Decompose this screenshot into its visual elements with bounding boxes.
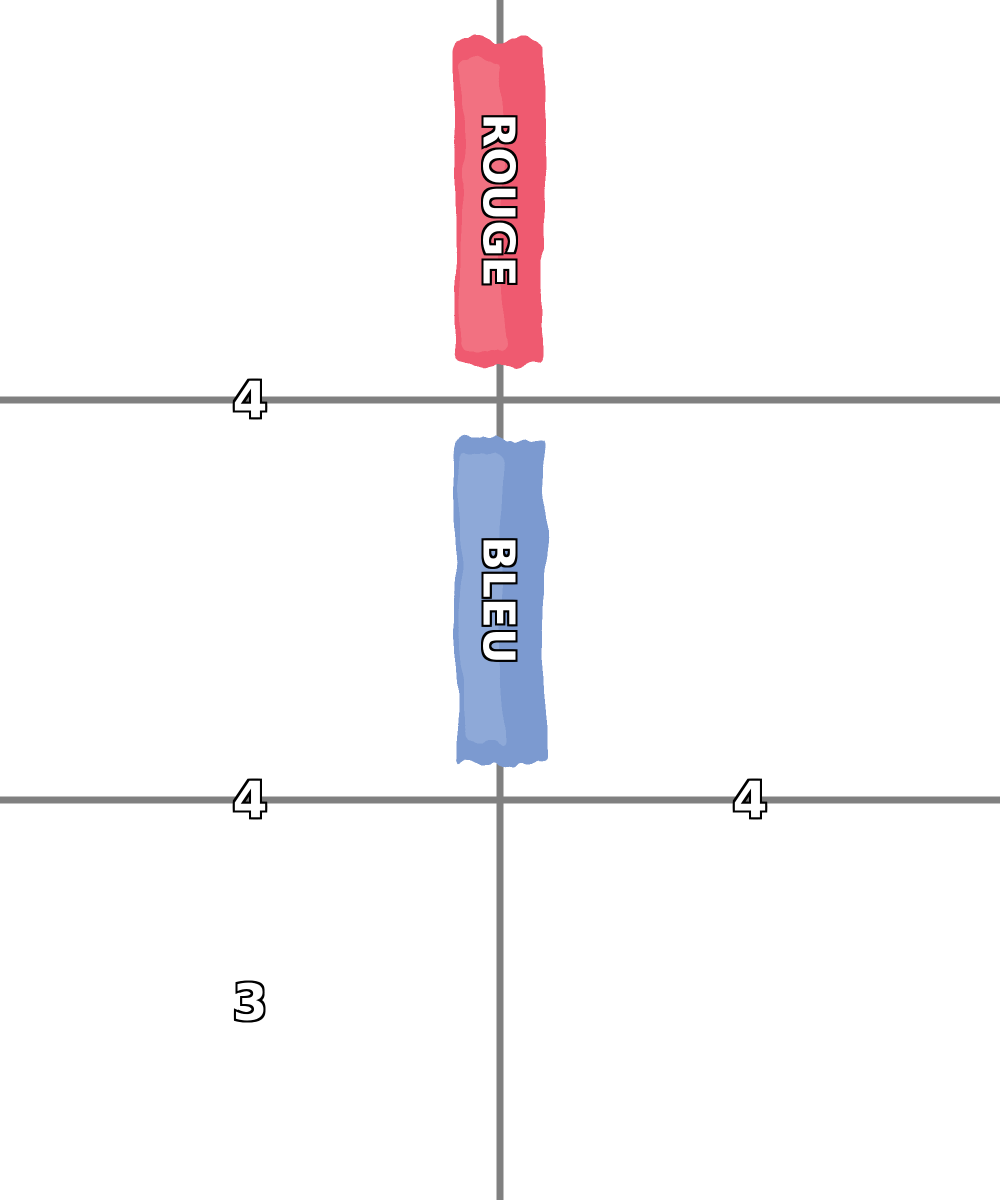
bleu-brush-highlight [462, 455, 502, 745]
rouge-label[interactable]: ROUGE [471, 111, 526, 288]
bleu-segment[interactable] [456, 438, 544, 766]
clue-number[interactable]: 3 [231, 974, 270, 1032]
clue-number[interactable]: 4 [731, 771, 770, 829]
clue-number[interactable]: 4 [231, 371, 270, 429]
rouge-brush-highlight [462, 60, 502, 350]
bleu-label[interactable]: BLEU [471, 534, 526, 665]
clue-number[interactable]: 4 [231, 771, 270, 829]
rouge-segment[interactable] [456, 40, 544, 365]
